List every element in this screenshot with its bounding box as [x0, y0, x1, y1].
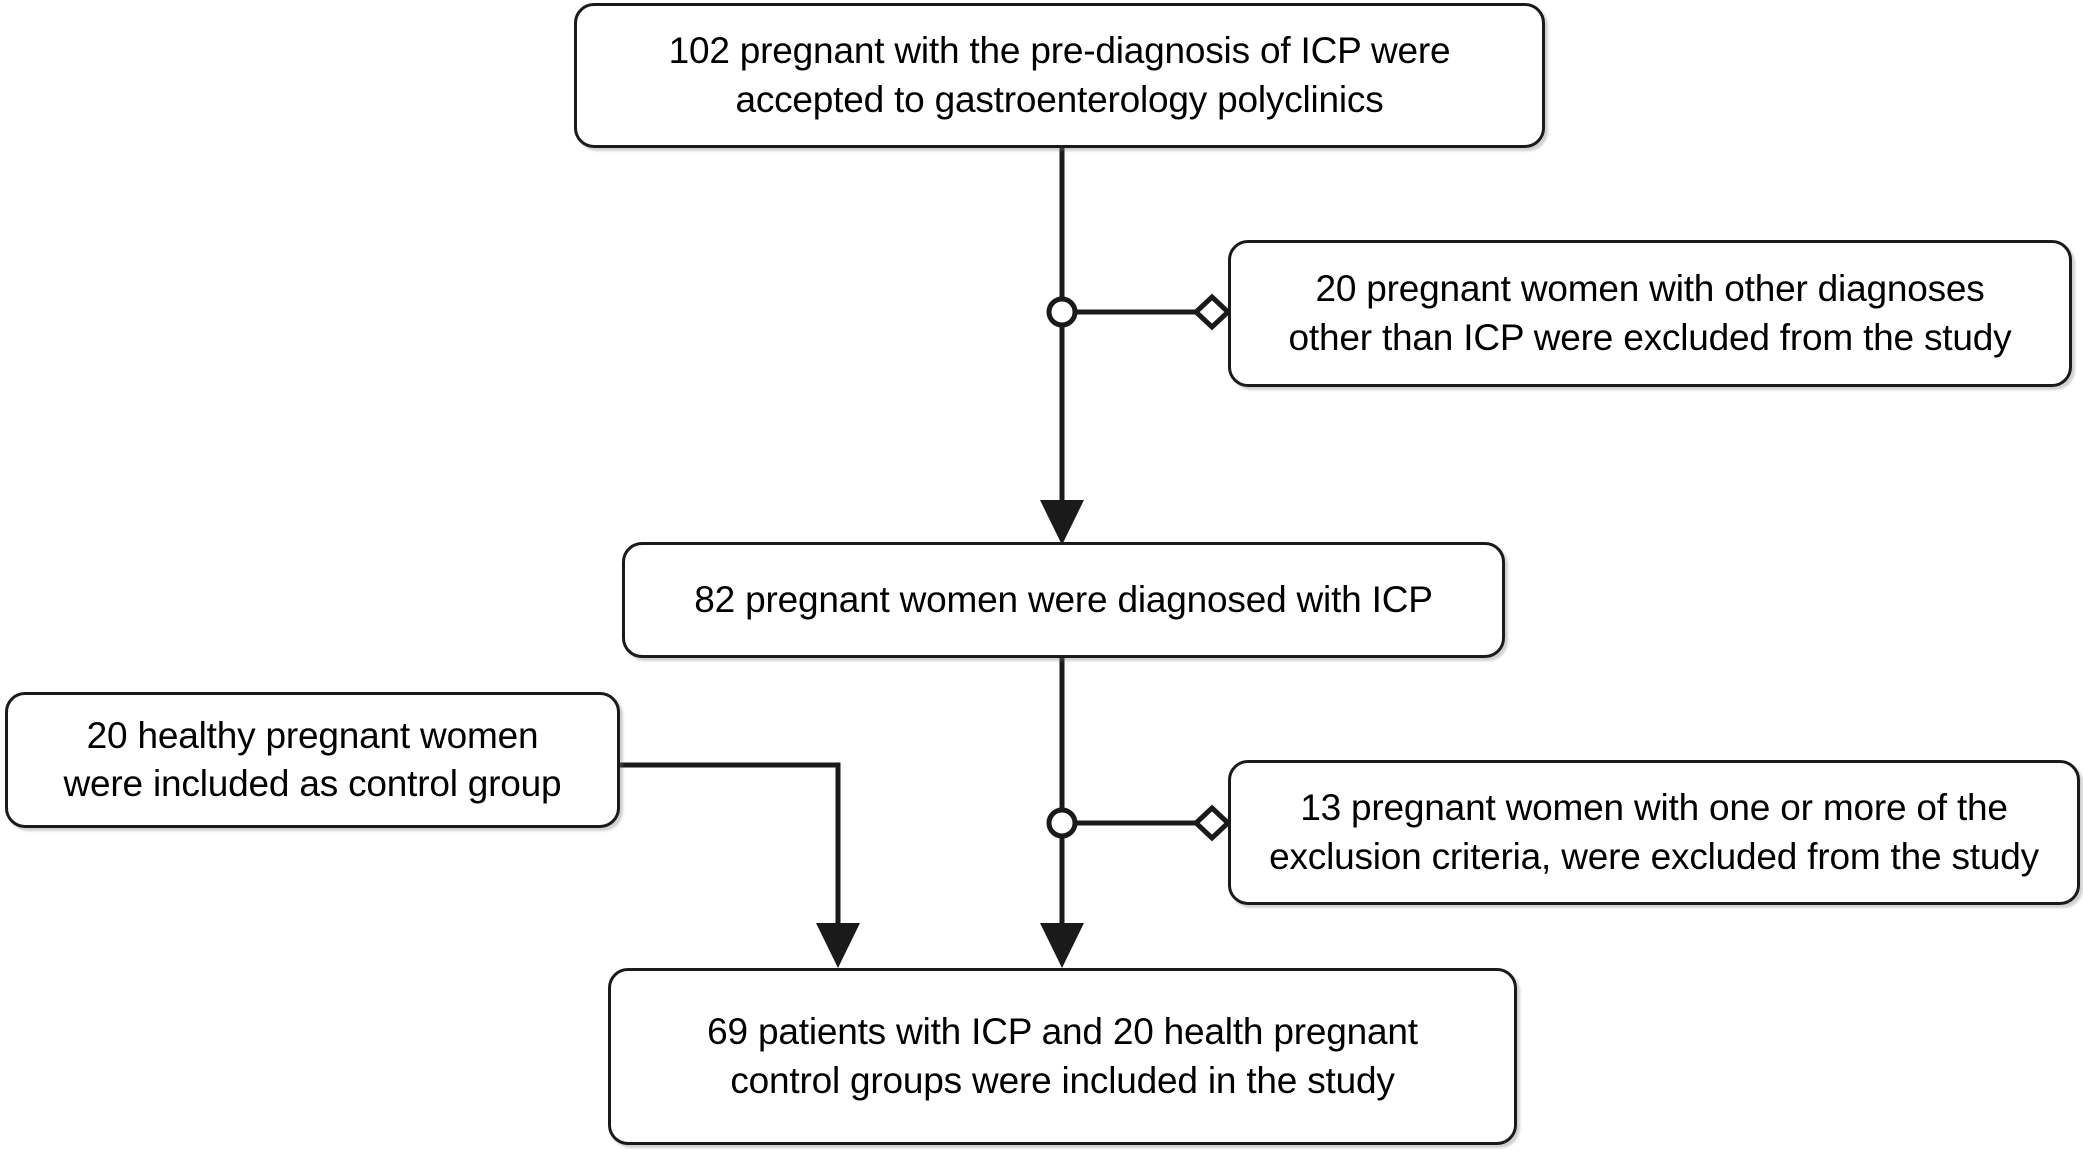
node-exclusion-criteria-excluded-label: 13 pregnant women with one or more of th… [1269, 787, 2039, 877]
node-exclusion-criteria-excluded[interactable]: 13 pregnant women with one or more of th… [1228, 760, 2080, 905]
node-final-study-population-label: 69 patients with ICP and 20 health pregn… [707, 1011, 1418, 1101]
node-diagnosed-icp[interactable]: 82 pregnant women were diagnosed with IC… [622, 542, 1505, 658]
edge-control-group-to-final [620, 762, 860, 968]
node-other-diagnoses-excluded-label: 20 pregnant women with other diagnoses o… [1288, 268, 2012, 358]
node-control-group-label: 20 healthy pregnant women were included … [63, 714, 562, 804]
node-other-diagnoses-excluded[interactable]: 20 pregnant women with other diagnoses o… [1228, 240, 2072, 387]
edge-diagnosed-to-final [1040, 658, 1084, 968]
edge-diagnosed-to-exclusion [1046, 804, 1232, 842]
node-pre-diagnosis[interactable]: 102 pregnant with the pre-diagnosis of I… [574, 3, 1545, 148]
node-diagnosed-icp-label: 82 pregnant women were diagnosed with IC… [694, 578, 1433, 620]
arrowhead-down-to-diagnosed [1040, 500, 1084, 545]
node-pre-diagnosis-label: 102 pregnant with the pre-diagnosis of I… [668, 30, 1451, 120]
edge-line-elbow-control-group [620, 762, 841, 952]
edge-pre-diagnosis-to-other-diagnoses [1046, 293, 1232, 331]
arrowhead-down-to-final-center [1040, 923, 1084, 968]
connector-diamond-bottom [1192, 804, 1232, 842]
arrowhead-down-to-final-left [816, 923, 860, 968]
node-control-group[interactable]: 20 healthy pregnant women were included … [5, 692, 620, 828]
connector-diamond-top [1192, 293, 1232, 331]
node-final-study-population[interactable]: 69 patients with ICP and 20 health pregn… [608, 968, 1517, 1145]
connector-circle-bottom [1046, 807, 1078, 839]
edge-pre-diagnosis-to-diagnosed [1040, 148, 1084, 545]
connector-circle-top [1046, 296, 1078, 328]
